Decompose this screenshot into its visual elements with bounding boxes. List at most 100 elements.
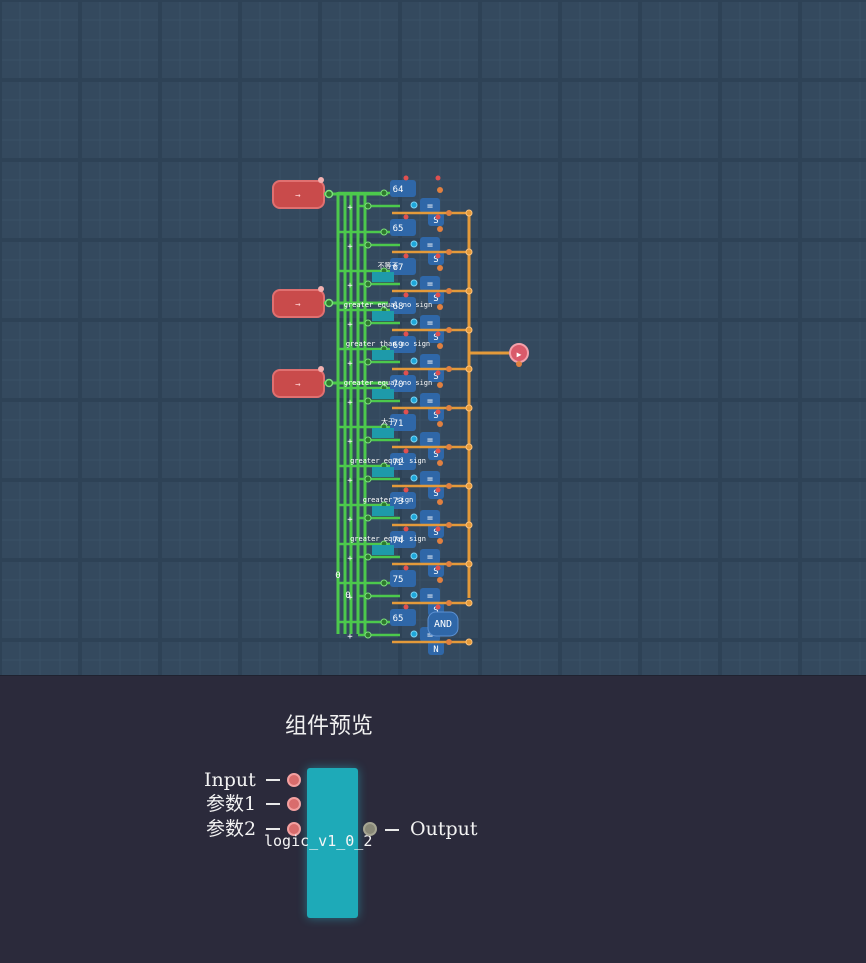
wire-joint — [465, 404, 473, 412]
constant-box — [390, 531, 416, 548]
constant-pin — [403, 175, 409, 181]
input-pin[interactable] — [287, 773, 301, 787]
comparator-gate — [420, 315, 440, 330]
wire-joint — [380, 189, 388, 197]
selector-symbol: S — [433, 606, 438, 616]
pin-line — [266, 779, 280, 781]
constant-value: 74 — [393, 536, 404, 546]
comparator-gate — [420, 198, 440, 213]
component-name: logic_v1_0_2 — [264, 832, 373, 850]
component-body[interactable] — [307, 768, 358, 918]
comparator-gate — [420, 432, 440, 447]
output-node-symbol: ▶ — [517, 350, 522, 359]
wire-plus-label: + — [347, 203, 353, 213]
grid-major-line — [638, 0, 642, 675]
constant-pin — [403, 448, 409, 454]
wire-joint — [380, 579, 388, 587]
tag-box — [372, 272, 394, 282]
wire-joint — [446, 249, 452, 255]
selector-symbol: S — [433, 411, 438, 421]
constant-pin — [403, 526, 409, 532]
wire-joint — [446, 522, 452, 528]
grid-major-line — [798, 0, 802, 675]
gate-pin — [410, 474, 418, 482]
constant-value: 73 — [393, 497, 404, 507]
wire-plus-label: + — [347, 476, 353, 486]
wire-plus-label: + — [347, 437, 353, 447]
constant-box — [390, 492, 416, 509]
wire-joint — [465, 248, 473, 256]
comparator-symbol: = — [427, 552, 433, 563]
grid-major-line — [0, 0, 866, 2]
gate-pin — [410, 318, 418, 326]
wire-joint — [465, 209, 473, 217]
constant-value: 71 — [393, 419, 404, 429]
constant-box — [390, 453, 416, 470]
selector-symbol: S — [433, 567, 438, 577]
param1-pin[interactable] — [287, 797, 301, 811]
wire-plus-label: + — [347, 554, 353, 564]
grid-major-line — [78, 0, 82, 675]
gate-pin — [437, 538, 443, 544]
gate-pin — [435, 331, 441, 337]
gate-pin — [410, 201, 418, 209]
selector-symbol: S — [433, 216, 438, 226]
gate-pin — [410, 279, 418, 287]
gate-pin — [410, 630, 418, 638]
tag-box — [372, 545, 394, 555]
grid-major-line — [318, 0, 322, 675]
comparator-gate — [420, 471, 440, 486]
wire-joint — [465, 521, 473, 529]
tag-box — [372, 428, 394, 438]
gate-pin — [435, 175, 441, 181]
grid-major-line — [718, 0, 722, 675]
gate-pin — [435, 292, 441, 298]
row-tag-label: greater equal no sign — [344, 301, 433, 309]
selector-symbol: S — [433, 255, 438, 265]
gate-pin — [435, 604, 441, 610]
wire-joint — [324, 378, 334, 388]
gate-pin — [437, 460, 443, 466]
input-node-dot — [318, 366, 324, 372]
wire-joint — [446, 444, 452, 450]
grid-major-line — [478, 0, 482, 675]
constant-box — [390, 180, 416, 197]
grid-major-line — [558, 0, 562, 675]
gate-pin — [435, 253, 441, 259]
wire-plus-label: + — [347, 515, 353, 525]
param2-pin[interactable] — [287, 822, 301, 836]
gate-pin — [435, 370, 441, 376]
wire-plus-label: + — [347, 242, 353, 252]
constant-box — [390, 570, 416, 587]
tag-box — [372, 350, 394, 360]
and-gate-label: AND — [434, 619, 452, 630]
constant-box — [390, 336, 416, 353]
gate-pin — [410, 513, 418, 521]
wire-joint — [364, 358, 372, 366]
selector-symbol: S — [433, 489, 438, 499]
wire-joint — [364, 553, 372, 561]
grid-major-line — [0, 78, 866, 82]
gate-pin — [437, 226, 443, 232]
gate-pin — [410, 591, 418, 599]
comparator-gate — [420, 276, 440, 291]
constant-pin — [403, 292, 409, 298]
constant-box — [390, 219, 416, 236]
gate-pin — [435, 526, 441, 532]
comparator-symbol: = — [427, 591, 433, 602]
tag-box — [372, 389, 394, 399]
wire-joint — [446, 639, 452, 645]
wire-joint — [465, 365, 473, 373]
gate-pin — [437, 187, 443, 193]
output-pin[interactable] — [363, 822, 377, 836]
wire-plus-label: + — [347, 398, 353, 408]
gate-pin — [437, 382, 443, 388]
pin-label-output: Output — [410, 818, 478, 840]
row-tag-label: greater equal no sign — [344, 379, 433, 387]
constant-box — [390, 414, 416, 431]
gate-pin — [435, 214, 441, 220]
wire-plus-label: + — [347, 593, 353, 603]
and-gate — [427, 611, 459, 637]
